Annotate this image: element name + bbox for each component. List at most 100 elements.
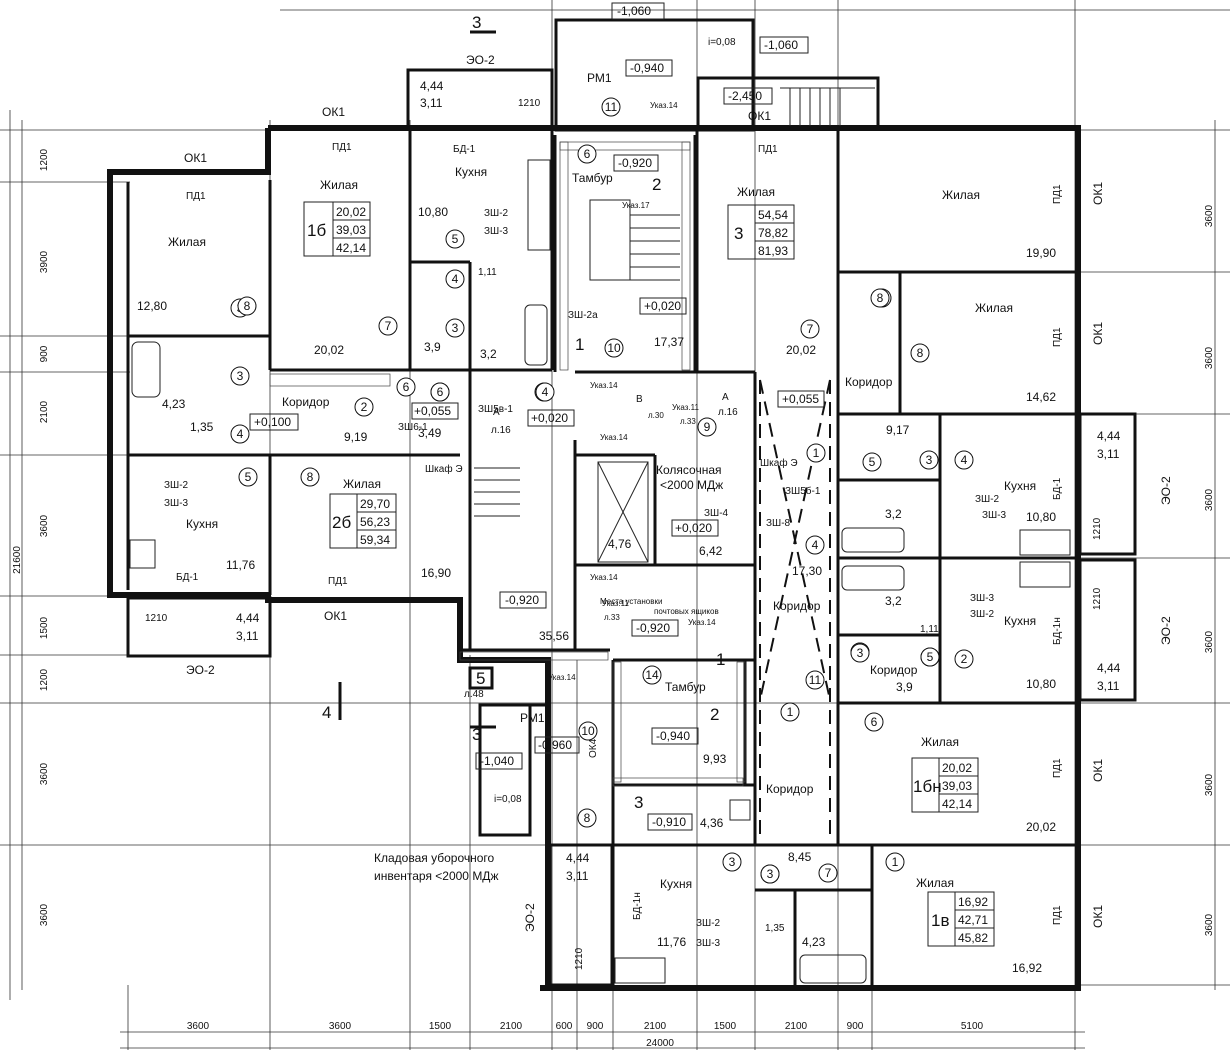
section-number: 3: [634, 793, 643, 812]
dim-l-overall: 21600: [12, 546, 23, 574]
room-living: Жилая: [942, 188, 980, 202]
room-number: 6: [871, 715, 878, 729]
room-number: 7: [825, 866, 832, 880]
apartment-3-box: 3 54,54 78,82 81,93: [727, 204, 795, 260]
room-number-circle: [919, 450, 939, 470]
right-dimensions: 3600 3600 3600 3600 3600 3600: [1204, 204, 1215, 936]
shaft-mark: ЗШ-2: [484, 208, 509, 219]
section-letter: А: [722, 392, 729, 403]
stair-flights: [474, 87, 875, 563]
room-number: 10: [607, 341, 621, 355]
bottom-dimensions: 3600 3600 1500 2100 600 900 2100 1500 21…: [187, 1021, 984, 1049]
room-number: 8: [307, 470, 314, 484]
section-marks: 3 3 4 5 1 1 2 2 3: [322, 13, 725, 812]
shaft-mark: ЗШ-3: [696, 938, 721, 949]
section-number: 2: [710, 705, 719, 724]
balcony-area: 3,11: [236, 629, 259, 643]
room-number: 5: [927, 650, 934, 664]
dim-r1: 3600: [1204, 204, 1215, 227]
door-mark: ПД1: [186, 191, 206, 202]
hatched-partitions: [269, 141, 746, 787]
section-number: 1: [575, 335, 584, 354]
dim-l4: 2100: [39, 400, 50, 423]
room-number-circle: [780, 702, 800, 722]
room-number: 1: [892, 855, 899, 869]
sheet-ref: л.30: [648, 411, 664, 420]
room-number-circle: [237, 296, 257, 316]
apt-area-total: 42,71: [958, 913, 988, 927]
apt-area-gross: 59,34: [360, 533, 390, 547]
room-number-circle: [805, 535, 825, 555]
dim-b4: 2100: [500, 1021, 523, 1032]
pointer-mark: Указ.17: [622, 201, 650, 210]
room-vestibule: Тамбур: [665, 680, 706, 694]
pointer-mark: Указ.11: [672, 403, 700, 412]
shaft-mark: ЗШ-2а: [568, 310, 598, 321]
room-number: 4: [812, 538, 819, 552]
room-number-circle: [870, 288, 890, 308]
room-number: 6: [584, 147, 591, 161]
door-mark: БД-1: [1052, 477, 1063, 500]
room-number-circle: [238, 467, 258, 487]
room-number: 10: [581, 724, 595, 738]
room-kitchen: Кухня: [1004, 479, 1036, 493]
room-number-circle: [885, 852, 905, 872]
shaft-mark: ЗШ6-1: [398, 422, 428, 433]
dim-r3: 3600: [1204, 488, 1215, 511]
mailbox-label-sub: почтовых ящиков: [654, 607, 719, 616]
room-corridor: Коридор: [870, 663, 918, 677]
door-mark: ПД1: [758, 144, 778, 155]
room-number: 4: [452, 272, 459, 286]
apt-number: 1б: [307, 221, 326, 240]
slope: i=0,08: [708, 37, 736, 48]
room-number-circle: [430, 382, 450, 402]
room-number-circle: [760, 864, 780, 884]
balcony-area: 3,11: [566, 869, 589, 883]
balcony-area: 3,11: [1097, 447, 1120, 461]
shaft-mark: ЗШ-3: [164, 498, 189, 509]
area: 17,37: [654, 335, 684, 349]
shaft-mark: ЗШ-4: [704, 508, 729, 519]
area: 4,23: [162, 397, 186, 411]
dim-l8: 3600: [39, 762, 50, 785]
room-number-circle: [601, 97, 621, 117]
room-number-circle: [697, 417, 717, 437]
shaft-mark: ЗШ-8: [766, 518, 791, 529]
room-number-circle: [577, 144, 597, 164]
area: 20,02: [1026, 820, 1056, 834]
level: -0,940: [656, 729, 690, 743]
level: -0,960: [538, 738, 572, 752]
window-mark: ОК1: [322, 105, 345, 119]
vertical-marks: ОК1 ОК1 ОК1 ОК1 ПД1 ПД1 ПД1 ПД1 БД-1 БД-…: [523, 182, 1173, 970]
apartment-1b-box: 1б 20,02 39,03 42,14: [303, 201, 371, 257]
rm-mark: РМ1: [520, 711, 545, 725]
apt-number: 2б: [332, 513, 351, 532]
apt-area-living: 20,02: [336, 205, 366, 219]
room-storage: Кладовая уборочного: [374, 851, 495, 865]
room-number: 8: [877, 291, 884, 305]
level: -1,060: [617, 4, 651, 18]
dim-b1: 3600: [187, 1021, 210, 1032]
dim-l2: 3900: [39, 250, 50, 273]
section-letter: В: [636, 394, 643, 405]
room-number: 8: [584, 811, 591, 825]
room-number-circle: [954, 450, 974, 470]
balcony-area: 4,44: [1097, 429, 1121, 443]
sheet-ref: л.33: [604, 613, 620, 622]
dim-b6: 900: [587, 1021, 604, 1032]
sheet-ref: л.16: [491, 425, 511, 436]
area: 20,02: [314, 343, 344, 357]
room-living: Жилая: [168, 235, 206, 249]
pointer-mark: Указ.14: [600, 433, 628, 442]
shaft-mark: ЗШ5б-1: [785, 485, 821, 497]
room-number-circle: [862, 452, 882, 472]
room-living: Жилая: [320, 178, 358, 192]
dashed-route-lines: [759, 379, 831, 840]
room-number: 1: [787, 705, 794, 719]
room-vestibule: Тамбур: [572, 171, 613, 185]
pointer-mark: Указ.14: [590, 381, 618, 390]
room-number: 1: [813, 446, 820, 460]
area: 10,80: [1026, 510, 1056, 524]
room-number: 6: [437, 385, 444, 399]
window-mark: ОК1: [748, 109, 771, 123]
